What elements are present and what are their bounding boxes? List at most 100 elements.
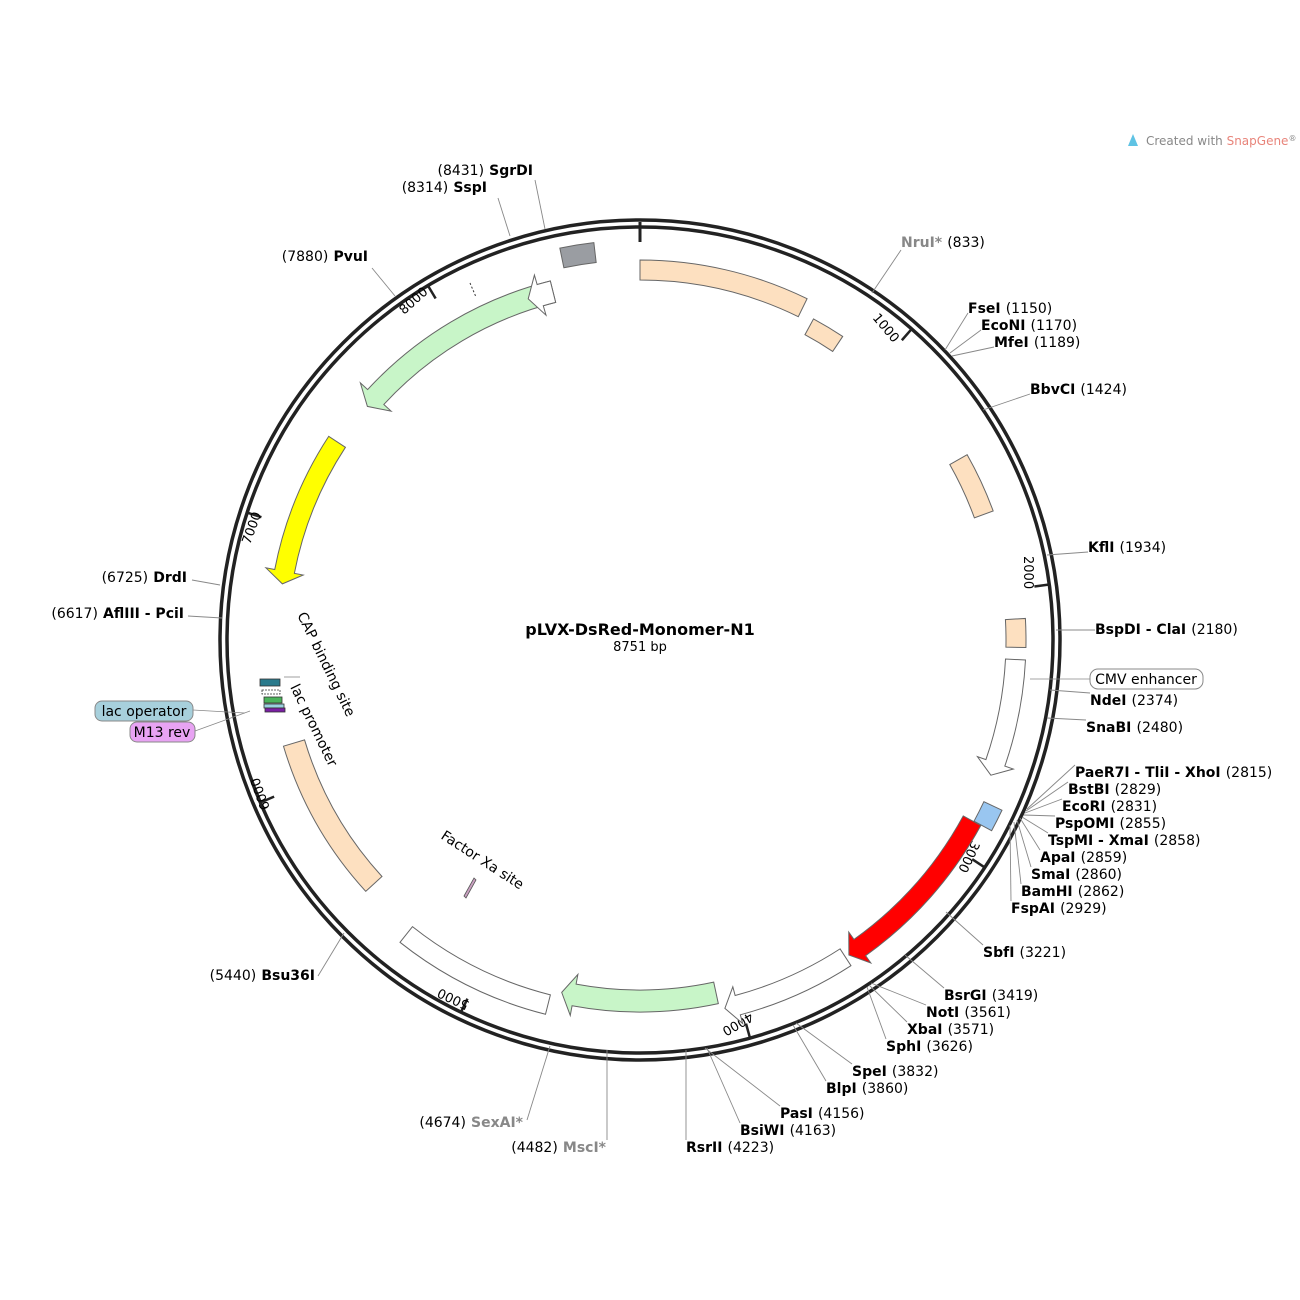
site-leader-bbvci (982, 393, 1031, 411)
site-label-kfli: KflI (1934) (1088, 537, 1166, 556)
feature-cppt (1004, 617, 1027, 649)
site-position: (3626) (926, 1039, 973, 1055)
site-position: (8431) (438, 163, 485, 179)
site-name: BsiWI (740, 1123, 784, 1139)
site-name: EcoNI (981, 318, 1025, 334)
feature-ampr (359, 280, 557, 412)
site-leader-sspi (497, 197, 511, 237)
m13-rev-label: M13 rev (134, 725, 191, 741)
site-name: MscI* (563, 1140, 607, 1156)
site-name: SgrDI (489, 163, 533, 179)
lac-operator-mark (263, 703, 285, 709)
site-name: PaeR7I - TliI - XhoI (1075, 765, 1221, 781)
site-leader-kfli (1046, 551, 1089, 556)
site-name: SpeI (852, 1064, 887, 1080)
site-leader-sphi (866, 986, 887, 1040)
site-leader-pspomi (1023, 814, 1056, 817)
site-leader-apai (1019, 817, 1041, 851)
site-label-smai: SmaI (2860) (1031, 864, 1122, 883)
site-label-sphi: SphI (3626) (886, 1036, 973, 1055)
feature-puror (561, 972, 719, 1018)
plasmid-size: 8751 bp (613, 640, 667, 655)
credit-brand: SnapGene (1227, 134, 1289, 148)
site-name: DrdI (153, 570, 187, 586)
site-label-sbfi: SbfI (3221) (983, 942, 1066, 961)
site-leader-pvui (371, 267, 396, 297)
site-position: (2858) (1154, 833, 1201, 849)
site-label-bspdi-clai: BspDI - ClaI (2180) (1095, 619, 1238, 638)
tick-mark-1000 (900, 328, 913, 342)
feature-ltr5 (639, 259, 808, 318)
site-label-xbai: XbaI (3571) (907, 1019, 994, 1038)
tick-mark-7000 (246, 511, 262, 519)
site-position: (3860) (862, 1081, 909, 1097)
feature-amppr (527, 273, 557, 317)
site-leader-afliii-pcii (187, 615, 223, 619)
site-leader-bsiwi (706, 1047, 741, 1124)
site-label-tspmi-xmai: TspMI - XmaI (2858) (1048, 830, 1200, 849)
site-name: NotI (926, 1005, 959, 1021)
snapgene-logo-icon (1128, 134, 1138, 146)
lac-promoter-mark-top (261, 689, 281, 695)
site-leader-blpi (792, 1024, 827, 1082)
backbone-ring (218, 218, 1062, 1062)
site-name: BbvCI (1030, 382, 1075, 398)
site-position: (1170) (1031, 318, 1078, 334)
site-position: (5440) (210, 968, 257, 984)
site-label-bbvci: BbvCI (1424) (1030, 379, 1127, 398)
feature-dsred (848, 815, 982, 965)
tick-mark-2000 (1034, 583, 1050, 588)
site-label-paer7i-tlii-xhoi: PaeR7I - TliI - XhoI (2815) (1075, 762, 1272, 781)
factor-xa-site-mark (463, 877, 477, 899)
site-name: SspI (453, 180, 487, 196)
cap-binding-site-mark (259, 678, 281, 687)
site-leader-pasi (704, 1047, 781, 1107)
factor-xa-site-label: Factor Xa site (438, 828, 527, 893)
site-name: BspDI - ClaI (1095, 622, 1186, 638)
site-label-afliii-pcii: (6617) AflIII - PciI (51, 603, 184, 622)
site-label-apai: ApaI (2859) (1040, 847, 1127, 866)
site-leader-snabi (1046, 717, 1087, 721)
site-position: (3832) (892, 1064, 939, 1080)
site-leader-fsei (944, 312, 969, 351)
credit-mark: ® (1288, 134, 1296, 143)
site-position: (2855) (1120, 816, 1167, 832)
site-name: BstBI (1068, 782, 1110, 798)
lac-promoter-mark (263, 696, 283, 704)
site-leader-bsu36i (317, 932, 345, 977)
site-label-bsiwi: BsiWI (4163) (740, 1120, 836, 1139)
site-leader-econi (949, 329, 982, 354)
site-label-pasi: PasI (4156) (780, 1103, 865, 1122)
tick-mark-6000 (259, 795, 275, 804)
site-position: (2180) (1191, 622, 1238, 638)
cmv-enhancer-label: CMV enhancer (1095, 672, 1197, 688)
site-leader-sexai (526, 1045, 551, 1121)
restriction-sites: (8431) SgrDI(8314) SspI(7880) PvuI(6725)… (51, 163, 1272, 1156)
site-name: NdeI (1090, 693, 1126, 709)
feature-ori (264, 435, 347, 585)
site-name: BsrGI (944, 988, 987, 1004)
site-name: EcoRI (1062, 799, 1105, 815)
feature-cmv (976, 658, 1027, 776)
site-label-ndei: NdeI (2374) (1090, 690, 1178, 709)
lac-operator-box (94, 700, 194, 722)
site-position: (4482) (511, 1140, 558, 1156)
site-leader-noti (870, 982, 927, 1006)
site-position: (2815) (1226, 765, 1273, 781)
site-label-msci: (4482) MscI* (511, 1137, 606, 1156)
site-label-bamhi: BamHI (2862) (1021, 881, 1124, 900)
site-name: PspOMI (1055, 816, 1114, 832)
site-name: KflI (1088, 540, 1114, 556)
site-position: (1189) (1034, 335, 1081, 351)
site-leader-bamhi (1013, 821, 1022, 885)
site-position: (4674) (419, 1115, 466, 1131)
site-position: (8314) (402, 180, 449, 196)
lac-operator-label: lac operator (102, 704, 187, 720)
site-leader-ndei (1049, 689, 1091, 694)
site-position: (1424) (1080, 382, 1127, 398)
site-label-nrui: NruI* (833) (901, 232, 985, 251)
tick-mark-4000 (744, 1023, 752, 1039)
site-position: (3571) (948, 1022, 995, 1038)
site-label-fsei: FseI (1150) (968, 298, 1052, 317)
